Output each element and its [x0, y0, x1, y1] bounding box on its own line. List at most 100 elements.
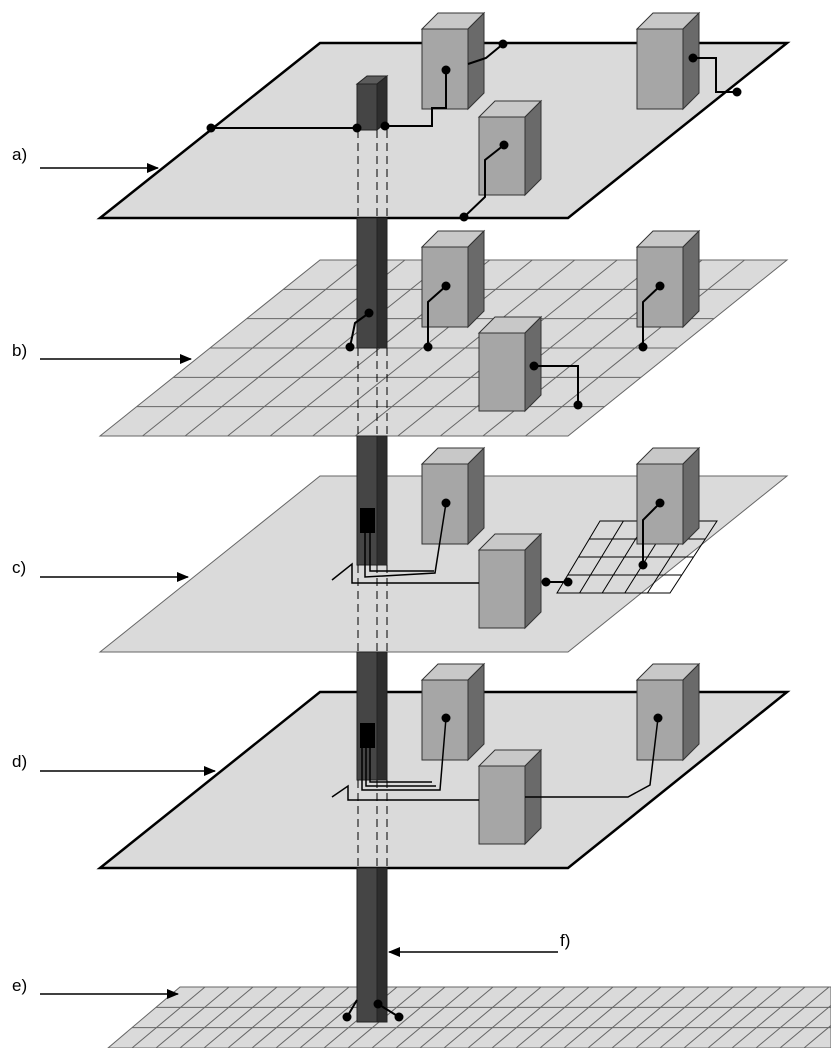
column-segment-ab-side [376, 217, 388, 349]
box-d2-side [682, 662, 700, 762]
connector-dot [573, 400, 583, 410]
connector-dot [688, 53, 698, 63]
column-top-block [356, 83, 378, 131]
column-segment-cd [356, 651, 378, 781]
wire-b-box3 [534, 365, 579, 405]
label-b: b) [12, 341, 27, 360]
column-segment-cd-side [376, 651, 388, 781]
box-a3-side [524, 99, 542, 197]
box-c2 [635, 446, 701, 546]
wire-c-chip-box3 [331, 562, 479, 584]
connector-dot [529, 361, 539, 371]
connector-dot [541, 577, 551, 587]
layer-d-plane [96, 690, 791, 870]
box-d2 [635, 662, 701, 762]
layer-b-gridline-col [142, 259, 363, 437]
box-b2 [635, 229, 701, 329]
wire-d-chip-box1 [361, 717, 447, 791]
connector-dot [498, 39, 508, 49]
layer-e-gridline-col [203, 986, 278, 1048]
connector-dot [563, 577, 573, 587]
column-segment-de [356, 867, 378, 1023]
layer-e-gridline-col [131, 986, 206, 1048]
connector-dot [441, 281, 451, 291]
label-d: d) [12, 752, 27, 771]
wire-c-chip-box1 [364, 502, 447, 578]
layer-e-gridline-col [803, 1024, 831, 1048]
column-segment-ab [356, 217, 378, 349]
wire-b-box2 [642, 285, 661, 347]
box-b2-side [682, 229, 700, 329]
wire-b-column [349, 312, 370, 348]
box-a2-front [636, 28, 684, 110]
layer-e-gridline-col [539, 986, 614, 1048]
box-c3-side [524, 532, 542, 630]
layer-e-gridline-col [779, 1004, 831, 1048]
box-b3-front [478, 332, 526, 412]
connector-dot [441, 713, 451, 723]
layer-e-gridline-col [467, 986, 542, 1048]
connector-dot [499, 140, 509, 150]
connector-dot [638, 560, 648, 570]
box-d1-side [467, 662, 485, 762]
layer-b-gridline-col [525, 259, 745, 437]
box-b1 [420, 229, 486, 329]
layer-c-subgrid-col [579, 520, 624, 594]
label-e: e) [12, 976, 27, 995]
label-a: a) [12, 145, 27, 164]
chip-d [360, 723, 375, 748]
chip-c [360, 508, 375, 533]
layer-e-gridline-col [251, 986, 326, 1048]
layer-b-gridline-col [312, 259, 533, 437]
layer-e-gridline-col [443, 986, 518, 1048]
layer-e-gridline-col [515, 986, 590, 1048]
wire-d-chip-b [369, 748, 432, 783]
layer-e-gridline-col [707, 986, 782, 1048]
box-a3-front [478, 116, 526, 196]
wire-b-box1 [427, 285, 447, 347]
wire-a-box1-back [467, 43, 504, 65]
wire-d-box2 [525, 717, 659, 798]
wire-c-chip-a [369, 533, 434, 572]
connector-dot [653, 713, 663, 723]
layer-e-gridline-col [179, 986, 254, 1048]
connector-dot [345, 342, 355, 352]
layer-e-gridline-col [683, 986, 758, 1048]
connector-dot [655, 498, 665, 508]
connector-dot [459, 212, 469, 222]
wire-a-box2 [693, 57, 737, 93]
connector-dot [441, 498, 451, 508]
connector-dot [352, 123, 362, 133]
layer-e-gridline-col [395, 986, 470, 1048]
layer-e-gridline-col [731, 986, 806, 1048]
layer-e-gridline-col [755, 986, 830, 1048]
connector-dot [206, 123, 216, 133]
wire-d-chip-box3 [331, 784, 479, 801]
box-d1 [420, 662, 486, 762]
box-b3 [477, 315, 543, 413]
layer-e-gridline-col [155, 986, 230, 1048]
box-c3-front [478, 549, 526, 629]
box-c3 [477, 532, 543, 630]
layer-b-gridline-col [227, 259, 448, 437]
layer-e-gridline-col [563, 986, 638, 1048]
column-segment-bc [356, 435, 378, 566]
wire-c-box2 [642, 502, 661, 565]
connector-dot [364, 308, 374, 318]
layer-a-plane [96, 41, 791, 220]
connector-dot [441, 65, 451, 75]
connector-dot [655, 281, 665, 291]
layer-e-gridline-col [611, 986, 686, 1048]
layer-c-plane [98, 475, 789, 653]
box-c1 [420, 446, 486, 546]
wire-d-chip-a [365, 748, 436, 787]
box-a3 [477, 99, 543, 197]
wire-a-box1 [385, 70, 447, 127]
connector-dot [342, 1012, 352, 1022]
layer-e-gridline-col [659, 986, 734, 1048]
layer-e-gridline-col [371, 986, 446, 1048]
layer-e-gridline-col [635, 986, 710, 1048]
wire-a-box3 [463, 144, 505, 218]
column-segment-bc-side [376, 435, 388, 566]
